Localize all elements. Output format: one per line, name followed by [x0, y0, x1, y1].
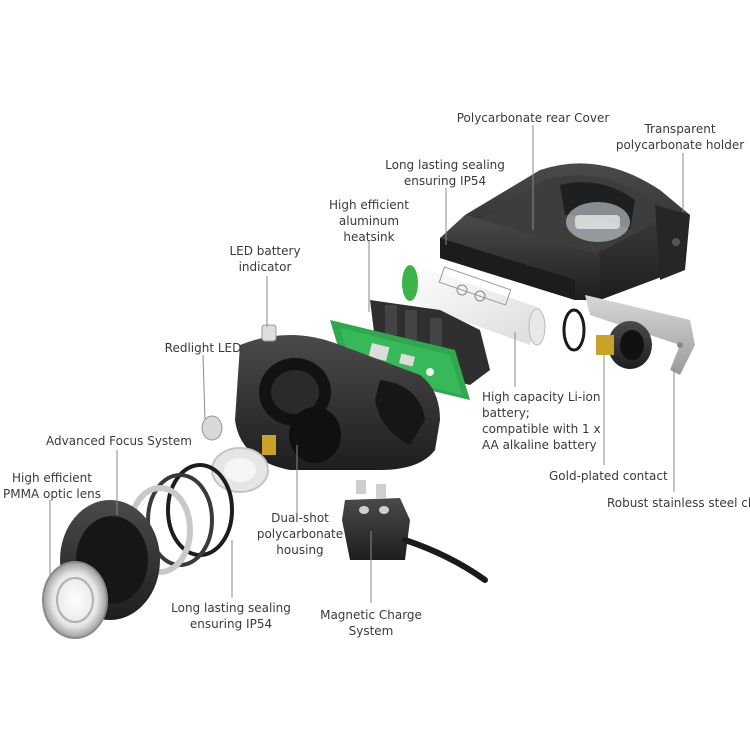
heatsink-part — [370, 300, 490, 385]
label-sealing-top: Long lasting sealing ensuring IP54 — [385, 158, 505, 188]
pcb-board-part — [330, 320, 470, 400]
rear-cover-part — [465, 163, 690, 300]
label-led-indicator: LED battery indicator — [229, 244, 301, 274]
label-rear-cover: Polycarbonate rear Cover — [456, 111, 610, 125]
label-sealing-bottom: Long lasting sealing ensuring IP54 — [171, 601, 291, 631]
steel-clip-part — [585, 295, 695, 375]
battery-part — [402, 265, 546, 346]
magnetic-charge-part — [342, 480, 488, 583]
label-optic-lens: High efficient PMMA optic lens — [3, 471, 101, 501]
label-battery: High capacity Li-ion battery; compatible… — [482, 390, 601, 452]
label-focus: Advanced Focus System — [46, 434, 192, 448]
gold-contact-part — [562, 308, 652, 369]
label-heatsink: High efficient aluminum heatsink — [328, 198, 410, 244]
leader-lines — [49, 125, 684, 603]
label-holder: Transparent polycarbonate holder — [615, 122, 745, 152]
sealing-rings-bottom — [127, 463, 234, 575]
label-steel-clip: Robust stainless steel clip — [607, 496, 750, 510]
label-housing: Dual-shot polycarbonate housing — [256, 511, 344, 557]
optic-lens-part — [42, 500, 160, 639]
main-housing-part — [201, 324, 440, 493]
label-redlight: Redlight LED — [164, 341, 242, 355]
sealing-tube-top — [440, 215, 600, 300]
label-charge: Magnetic Charge System — [320, 608, 422, 638]
label-gold-contact: Gold-plated contact — [549, 469, 668, 483]
